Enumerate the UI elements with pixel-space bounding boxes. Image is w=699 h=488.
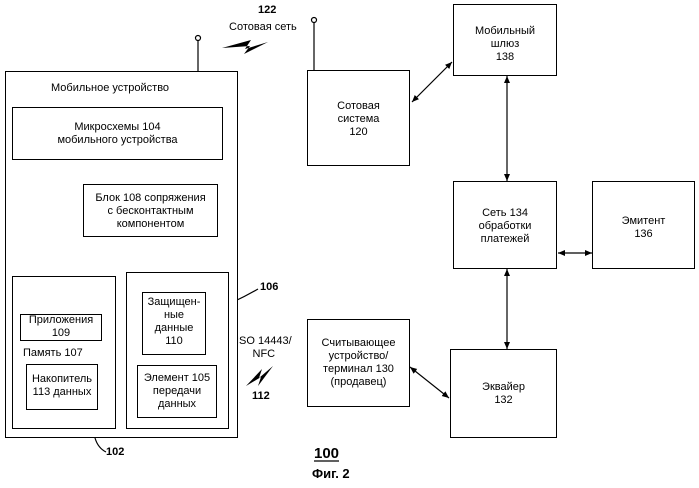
storage-box: Накопитель 113 данных bbox=[26, 364, 98, 410]
lightning-bolt-nfc bbox=[246, 366, 273, 386]
system-antenna-tip bbox=[312, 18, 317, 23]
microchips-box: Микросхемы 104 мобильного устройства bbox=[12, 107, 223, 160]
cell-network-label: Сотовая сеть bbox=[229, 21, 297, 34]
secure-element-box: Защищен- ные данные 110 Элемент 105 пере… bbox=[126, 272, 229, 429]
cell-network-number: 122 bbox=[258, 4, 276, 17]
memory-box: Приложения 109 Память 107 Накопитель 113… bbox=[12, 276, 116, 429]
transfer-element-label: Элемент 105 передачи данных bbox=[138, 372, 216, 411]
figure-caption: Фиг. 2 bbox=[312, 466, 350, 482]
memory-label: Память 107 bbox=[23, 347, 83, 360]
payment-network-label: Сеть 134 обработки платежей bbox=[454, 207, 556, 246]
nfc-link-label: ISO 14443/ NFC bbox=[236, 335, 292, 361]
interface-block-box: Блок 108 сопряжения с бесконтактным комп… bbox=[83, 184, 218, 237]
device-antenna-tip bbox=[196, 36, 201, 41]
applications-label: Приложения 109 bbox=[21, 306, 101, 340]
lightning-bolt-cell bbox=[222, 40, 268, 54]
transfer-element-box: Элемент 105 передачи данных bbox=[137, 365, 217, 418]
secure-element-ref: 106 bbox=[260, 281, 278, 294]
reader-terminal-label: Считывающее устройство/ терминал 130 (пр… bbox=[308, 337, 409, 389]
interface-block-label: Блок 108 сопряжения с бесконтактным комп… bbox=[84, 192, 217, 231]
arrow-system-gateway bbox=[412, 62, 452, 102]
protected-data-label: Защищен- ные данные 110 bbox=[143, 296, 205, 348]
figure-number: 100 bbox=[314, 445, 339, 462]
payment-network-box: Сеть 134 обработки платежей bbox=[453, 181, 557, 269]
storage-label: Накопитель 113 данных bbox=[27, 373, 97, 399]
protected-data-box: Защищен- ные данные 110 bbox=[142, 292, 206, 355]
mobile-device-ref: 102 bbox=[106, 446, 124, 459]
mobile-device-title: Мобильное устройство bbox=[51, 82, 169, 95]
mobile-gateway-label: Мобильный шлюз 138 bbox=[454, 25, 556, 64]
arrow-reader-acquirer bbox=[410, 367, 449, 398]
leader-102 bbox=[95, 438, 106, 452]
cellular-system-box: Сотовая система 120 bbox=[307, 70, 410, 166]
microchips-label: Микросхемы 104 мобильного устройства bbox=[13, 121, 222, 147]
acquirer-box: Эквайер 132 bbox=[450, 349, 557, 438]
nfc-link-number: 112 bbox=[252, 390, 270, 403]
issuer-label: Эмитент 136 bbox=[593, 215, 694, 241]
acquirer-label: Эквайер 132 bbox=[451, 381, 556, 407]
reader-terminal-box: Считывающее устройство/ терминал 130 (пр… bbox=[307, 319, 410, 407]
mobile-gateway-box: Мобильный шлюз 138 bbox=[453, 4, 557, 76]
issuer-box: Эмитент 136 bbox=[592, 181, 695, 269]
applications-box: Приложения 109 bbox=[20, 314, 102, 341]
cellular-system-label: Сотовая система 120 bbox=[308, 100, 409, 139]
